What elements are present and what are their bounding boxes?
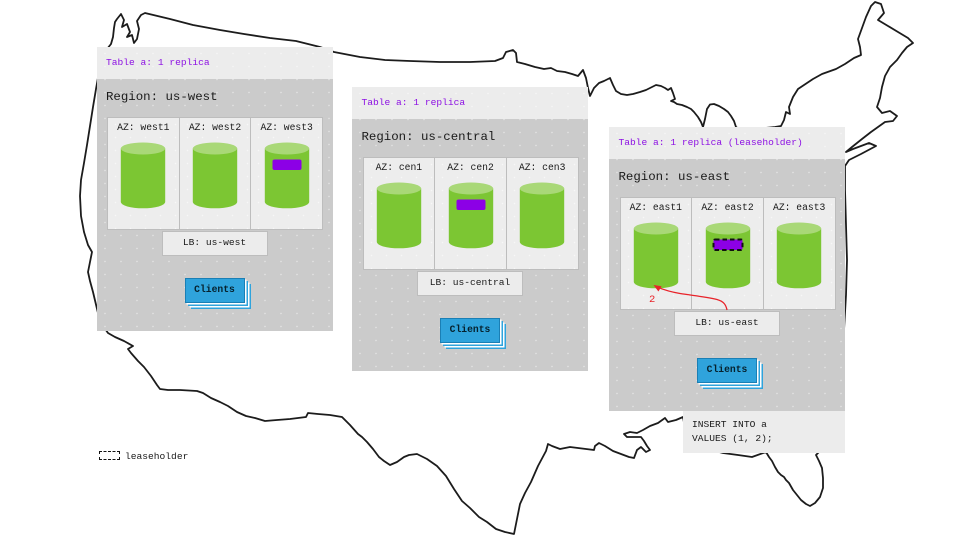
- svg-text:2: 2: [649, 294, 655, 306]
